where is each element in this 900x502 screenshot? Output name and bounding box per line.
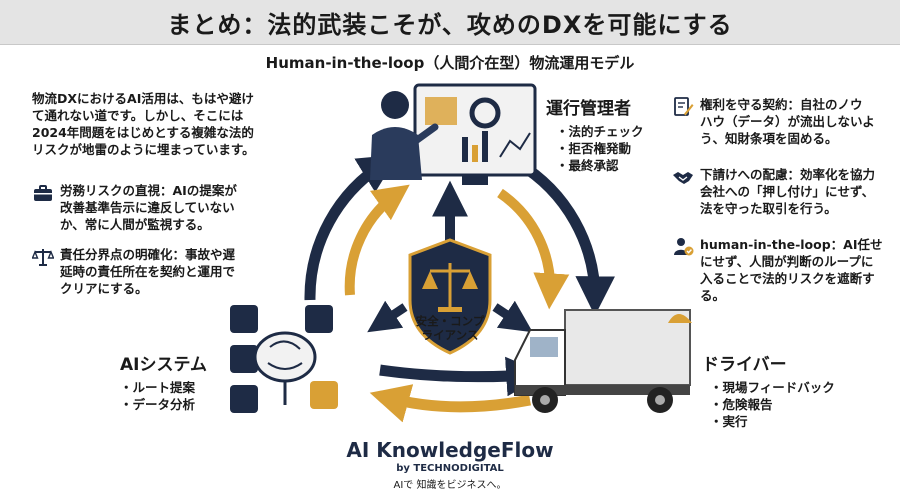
point-line: 下請けへの配慮：効率化を協力 (700, 167, 876, 182)
arrow-inner-left (344, 184, 410, 296)
point-line: 改善基準告示に違反していない (60, 200, 235, 215)
manager-label: 運行管理者 (546, 99, 631, 119)
point-line: う、知財条項を固める。 (700, 131, 838, 146)
arrow-to-ai (367, 300, 408, 333)
intro-line: 2024年問題をはじめとする複雑な法的 (32, 125, 254, 140)
point-human-in-the-loop: human-in-the-loop：AI任せ にせず、人間が判断のループに 入る… (672, 236, 897, 304)
scales-icon (32, 249, 54, 266)
ai-item: データ分析 (120, 396, 207, 413)
intro-line: リスクが地雷のように埋まっています。 (32, 142, 255, 157)
manager-item: 最終承認 (556, 157, 644, 174)
point-line: クリアにする。 (60, 281, 148, 296)
manager-item: 法的チェック (556, 123, 644, 140)
center-shield (408, 238, 492, 355)
point-subcontractor: 下請けへの配慮：効率化を協力 会社への「押し付け」にせず、 法を守った取引を行う… (672, 166, 897, 217)
point-line: ハウ（データ）が流出しないよ (700, 114, 875, 129)
arrow-bottom-to-ai (369, 384, 532, 423)
driver-node: ドライバー 現場フィードバック 危険報告 実行 (702, 350, 835, 430)
driver-item: 現場フィードバック (710, 379, 835, 396)
brand-block: AI KnowledgeFlow by TECHNODIGITAL AIで 知識… (300, 438, 600, 491)
person-check-icon (674, 238, 694, 256)
point-line: 責任分界点の明確化：事故や遅 (60, 247, 236, 262)
point-line: 権利を守る契約：自社のノウ (700, 97, 863, 112)
point-responsibility: 責任分界点の明確化：事故や遅 延時の責任所在を契約と運用で クリアにする。 (32, 246, 282, 297)
point-line: か、常に人間が監視する。 (60, 217, 210, 232)
brand-by: by TECHNODIGITAL (396, 463, 504, 474)
manager-illustration (370, 83, 537, 185)
brand-name: AI KnowledgeFlow (346, 438, 554, 462)
truck-illustration (514, 309, 692, 413)
arrow-to-driver (492, 300, 533, 333)
point-line: human-in-the-loop：AI任せ (700, 237, 883, 252)
ai-node: AIシステム ルート提案 データ分析 (120, 350, 207, 413)
subtitle: Human-in-the-loop（人間介在型）物流運用モデル (265, 54, 635, 72)
center-label-line: 安全・コンプ (415, 314, 485, 328)
intro-paragraph: 物流DXにおけるAI活用は、もはや避け て通れない道です。しかし、そこには 20… (32, 90, 272, 158)
contract-pen-icon (674, 97, 694, 116)
intro-line: て通れない道です。しかし、そこには (32, 108, 244, 123)
center-label-line: ライアンス (421, 328, 479, 342)
point-line: 会社への「押し付け」にせず、 (700, 184, 875, 199)
brand-tagline: AIで 知識をビジネスへ。 (393, 480, 507, 491)
manager-item: 拒否権発動 (556, 140, 644, 157)
ai-label: AIシステム (120, 355, 207, 375)
manager-node: 運行管理者 法的チェック 拒否権発動 最終承認 (546, 94, 644, 174)
point-line: 延時の責任所在を契約と運用で (60, 264, 236, 279)
arrow-outer-right (515, 158, 615, 316)
point-line: にせず、人間が判断のループに (700, 254, 874, 269)
center-label: 安全・コンプ ライアンス (400, 314, 500, 342)
intro-line: 物流DXにおけるAI活用は、もはや避け (32, 91, 254, 106)
briefcase-icon (34, 185, 52, 201)
cycle-diagram (230, 83, 692, 423)
point-line: 入ることで法的リスクを遮断す (700, 271, 875, 286)
driver-item: 実行 (710, 413, 835, 430)
title-bar: まとめ：法的武装こそが、攻めのDXを可能にする (0, 0, 900, 45)
arrow-inner-right (497, 188, 570, 310)
point-labor-risk: 労務リスクの直視：AIの提案が 改善基準告示に違反していない か、常に人間が監視… (32, 182, 282, 233)
point-line: 労務リスクの直視：AIの提案が (60, 183, 237, 198)
driver-item: 危険報告 (710, 396, 835, 413)
point-line: 法を守った取引を行う。 (700, 201, 837, 216)
point-line: る。 (700, 288, 726, 303)
ai-illustration (230, 305, 338, 413)
ai-item: ルート提案 (120, 379, 207, 396)
arrow-outer-left (304, 154, 399, 301)
page-title: まとめ：法的武装こそが、攻めのDXを可能にする (167, 10, 733, 39)
point-contract: 権利を守る契約：自社のノウ ハウ（データ）が流出しないよ う、知財条項を固める。 (672, 96, 897, 147)
handshake-icon (673, 172, 693, 184)
driver-label: ドライバー (702, 355, 787, 375)
arrow-bottom-to-driver (379, 356, 546, 397)
